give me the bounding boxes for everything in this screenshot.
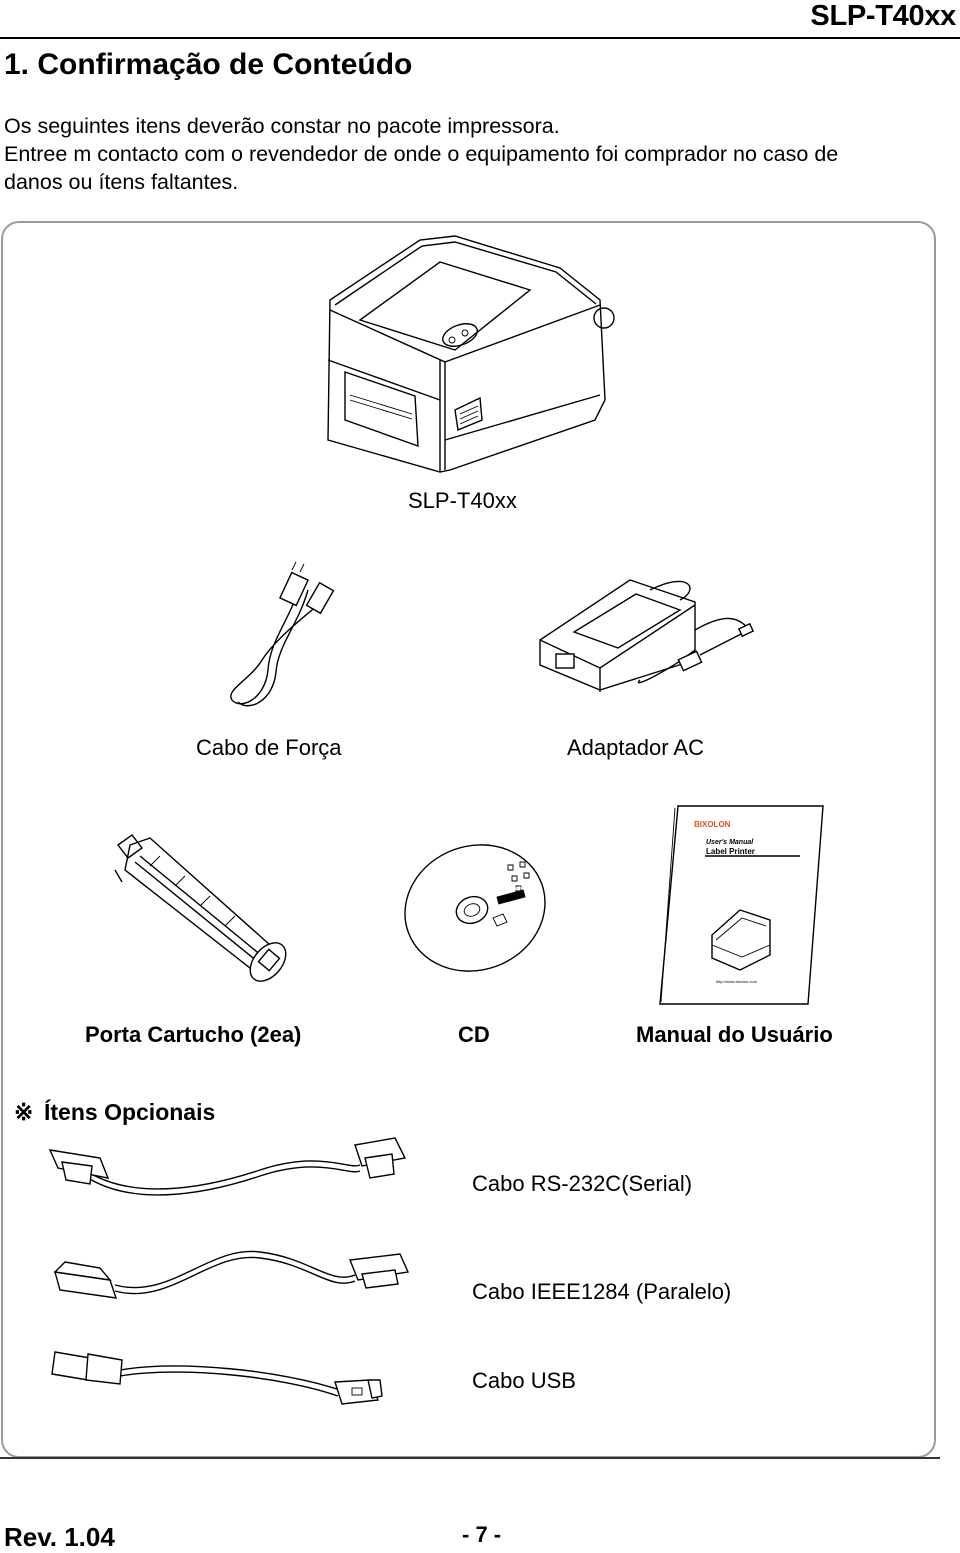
revision-label: Rev. 1.04 [4, 1522, 115, 1552]
intro-line-1: Os seguintes itens deverão constar no pa… [4, 114, 560, 138]
model-header: SLP-T40xx [810, 0, 956, 32]
manual-subtitle: User's Manual [706, 839, 754, 846]
header-rule [0, 37, 960, 39]
manual-title: Label Printer [706, 847, 755, 856]
optional-items-title: Ítens Opcionais [44, 1099, 216, 1125]
section-title: 1. Confirmação de Conteúdo [4, 48, 413, 81]
manual-brand-logo: BIXOLON [694, 820, 731, 829]
usb-cable-caption: Cabo USB [472, 1368, 576, 1393]
power-cable-caption: Cabo de Força [196, 735, 342, 760]
page-number: - 7 - [462, 1522, 502, 1547]
manual-url: http://www.bixolon.com [716, 979, 757, 984]
optional-items-heading: ※ Ítens Opcionais [14, 1099, 215, 1126]
parallel-cable-caption: Cabo IEEE1284 (Paralelo) [472, 1279, 732, 1304]
intro-line-3: danos ou ítens faltantes. [4, 170, 239, 194]
cartridge-caption: Porta Cartucho (2ea) [85, 1022, 302, 1047]
ac-adapter-caption: Adaptador AC [567, 735, 704, 760]
intro-line-2: Entree m contacto com o revendedor de on… [4, 142, 839, 166]
printer-caption: SLP-T40xx [408, 488, 517, 513]
cd-caption: CD [458, 1022, 490, 1047]
manual-caption: Manual do Usuário [636, 1022, 833, 1047]
reference-mark-icon: ※ [14, 1099, 34, 1125]
serial-cable-caption: Cabo RS-232C(Serial) [472, 1171, 693, 1196]
content-box-bottom-rule [0, 1457, 940, 1459]
